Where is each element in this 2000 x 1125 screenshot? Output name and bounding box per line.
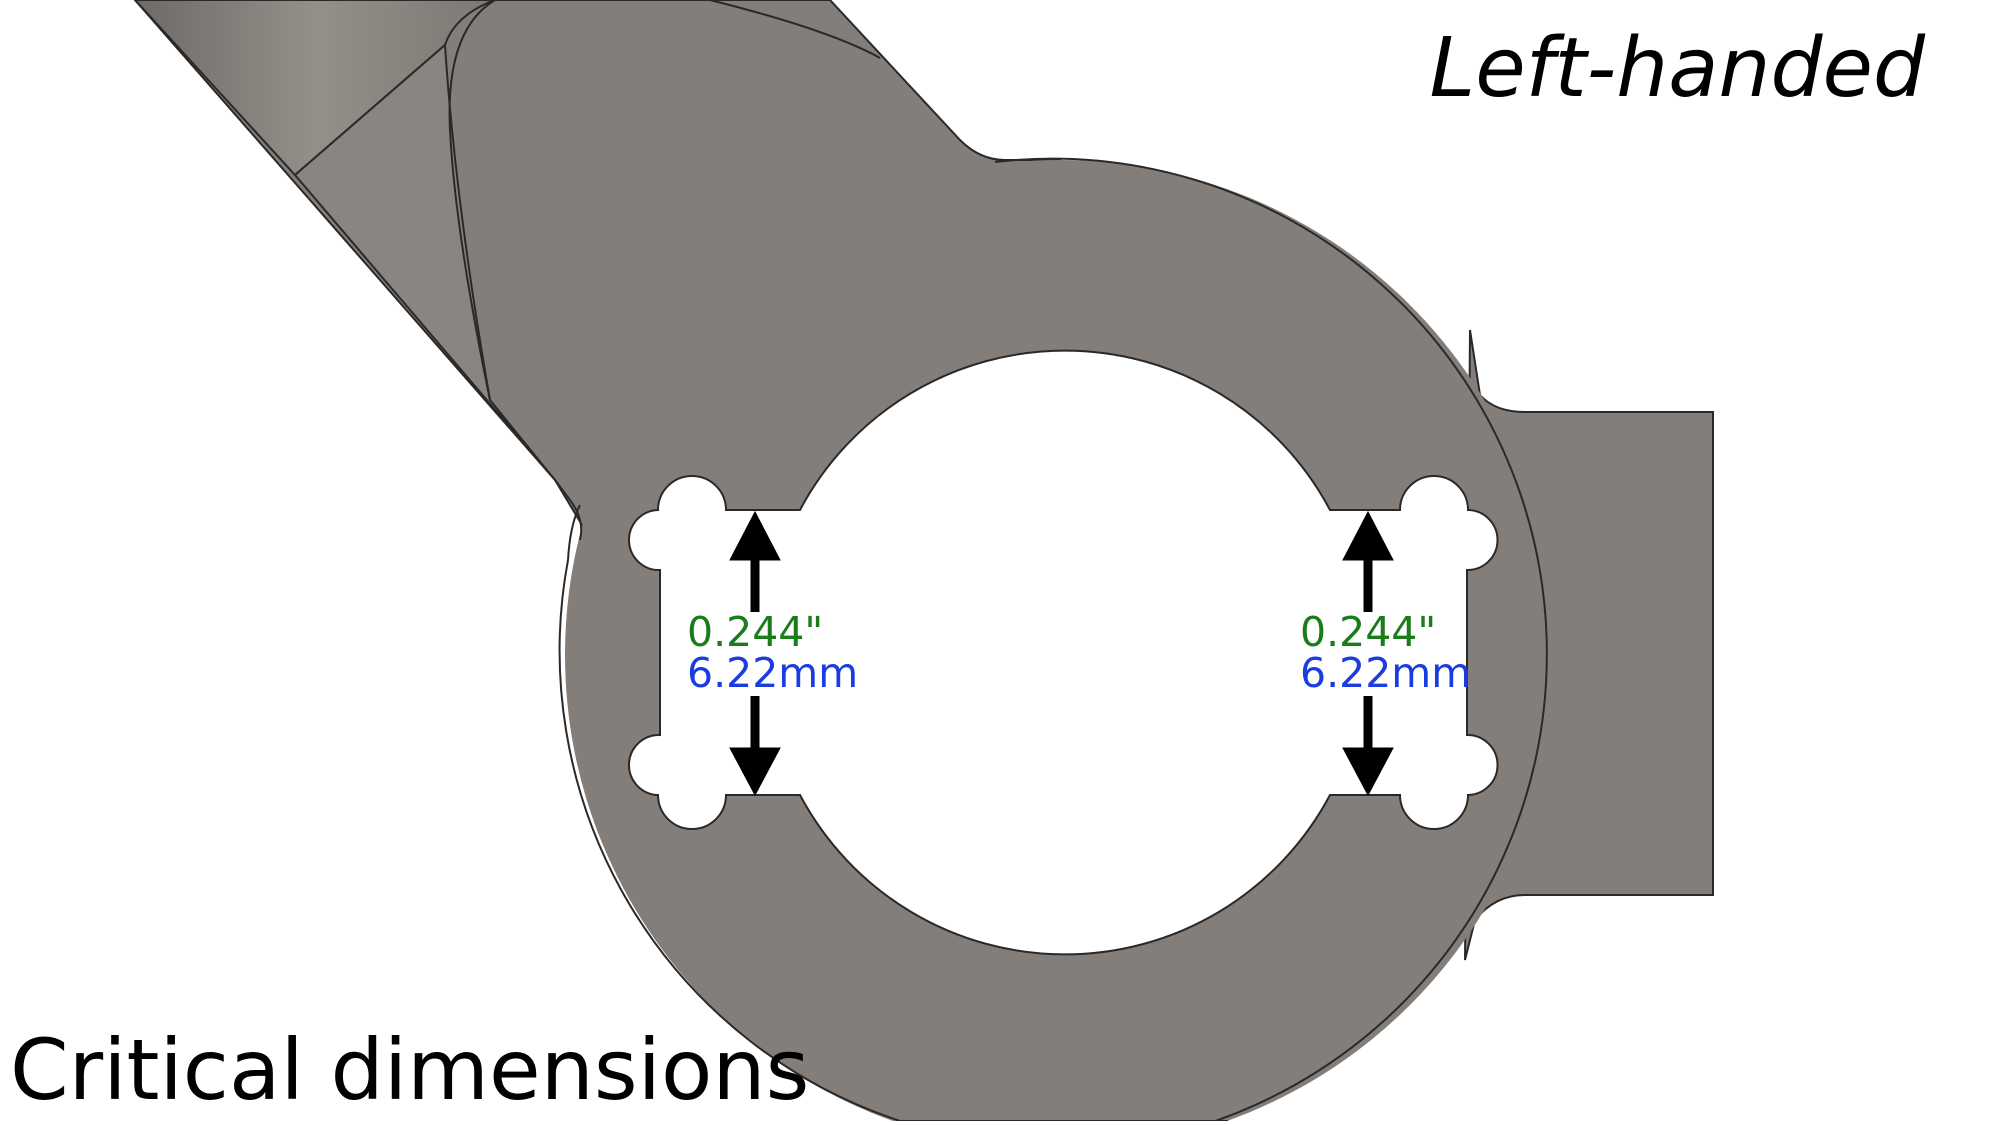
dimension-label-right: 0.244" 6.22mm xyxy=(1300,612,1471,694)
dimension-inch-left: 0.244" xyxy=(687,608,824,656)
ring-outline-left xyxy=(558,504,1228,1122)
dimension-label-left: 0.244" 6.22mm xyxy=(687,612,858,694)
dimension-mm-right: 6.22mm xyxy=(1300,649,1472,697)
dimension-arrow-right xyxy=(1342,510,1394,797)
bore-cutout xyxy=(628,349,1499,956)
arm-curve-line xyxy=(448,0,496,401)
arm-seam-line xyxy=(709,0,881,59)
dimension-arrow-left xyxy=(729,510,781,797)
handedness-label: Left-handed xyxy=(1429,21,1925,116)
dimension-mm-left: 6.22mm xyxy=(687,649,859,697)
caption-label: Critical dimensions xyxy=(10,1021,810,1119)
ring-outline xyxy=(994,157,1548,1125)
dimension-inch-right: 0.244" xyxy=(1300,608,1437,656)
arm-to-ring-edge xyxy=(554,479,583,541)
